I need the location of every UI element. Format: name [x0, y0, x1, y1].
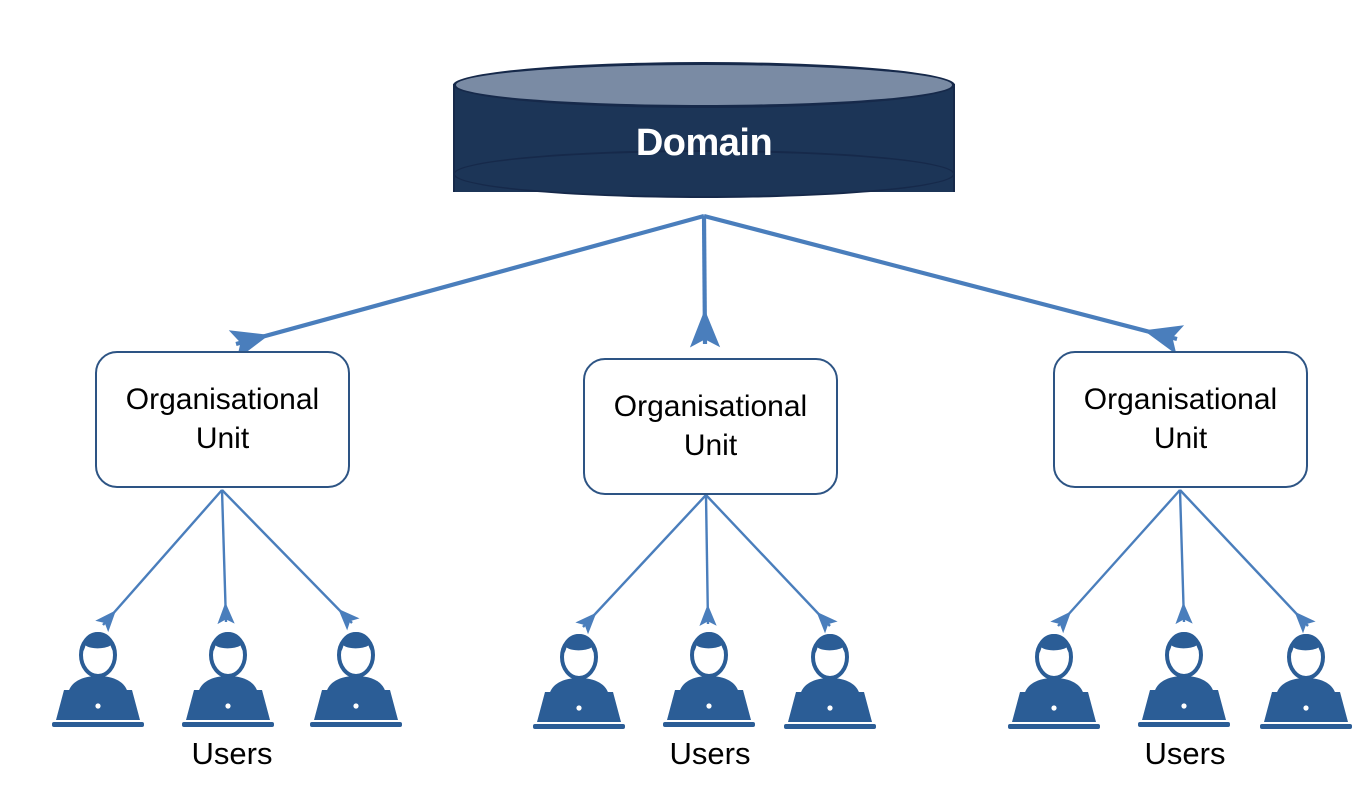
user-icon[interactable]: [44, 628, 152, 728]
connector-ou3-user-3: [1179, 489, 1316, 634]
person-head-icon: [79, 632, 117, 678]
person-head-icon: [337, 632, 375, 678]
user-icon[interactable]: [302, 628, 410, 728]
ou-2-to-users-connectors: [575, 494, 838, 635]
org-unit-box-1[interactable]: Organisational Unit: [95, 351, 350, 488]
connector-ou3-user-1: [1050, 489, 1181, 634]
connector-domain-to-ou-3: [703, 213, 1185, 355]
connector-domain-to-ou-2: [689, 215, 721, 348]
laptop-icon: [784, 692, 876, 729]
org-unit-box-3[interactable]: Organisational Unit: [1053, 351, 1308, 488]
connector-ou1-user-3: [221, 489, 360, 631]
user-icon[interactable]: [174, 628, 282, 728]
person-head-icon: [560, 634, 598, 680]
user-icon[interactable]: [655, 628, 763, 728]
laptop-icon: [533, 692, 625, 729]
domain-node[interactable]: Domain: [453, 62, 955, 214]
domain-label: Domain: [635, 122, 773, 164]
user-icon[interactable]: [1130, 628, 1238, 728]
person-head-icon: [690, 632, 728, 678]
domain-to-ou-connectors: [228, 213, 1185, 360]
person-head-icon: [1165, 632, 1203, 678]
org-unit-label-1: Organisational Unit: [118, 381, 327, 458]
org-unit-label-3-line2: Unit: [1153, 421, 1208, 455]
connector-ou2-user-1: [575, 494, 707, 635]
connector-ou1-user-2: [217, 489, 235, 625]
person-shoulders-icon: [679, 676, 739, 694]
laptop-icon: [1138, 690, 1230, 727]
laptop-icon: [52, 690, 144, 727]
users-label-3: Users: [1144, 736, 1226, 771]
users-label-1: Users: [191, 736, 273, 771]
cylinder-top-ellipse: [453, 62, 955, 108]
connector-ou1-user-1: [95, 489, 223, 633]
org-unit-label-2: Organisational Unit: [606, 388, 815, 465]
laptop-icon: [663, 690, 755, 727]
org-unit-box-2[interactable]: Organisational Unit: [583, 358, 838, 495]
user-icon[interactable]: [1000, 630, 1108, 730]
person-shoulders-icon: [1154, 676, 1214, 694]
org-unit-label-2-line1: Organisational: [613, 390, 808, 424]
connector-ou2-user-3: [705, 494, 838, 634]
person-head-icon: [1035, 634, 1073, 680]
person-shoulders-icon: [1276, 678, 1336, 696]
ou-1-to-users-connectors: [95, 489, 360, 633]
person-head-icon: [209, 632, 247, 678]
org-unit-label-1-line2: Unit: [195, 421, 250, 455]
users-label-2: Users: [669, 736, 751, 771]
laptop-icon: [1260, 692, 1352, 729]
person-shoulders-icon: [68, 676, 128, 694]
person-shoulders-icon: [326, 676, 386, 694]
connector-domain-to-ou-1: [228, 213, 705, 360]
laptop-icon: [1008, 692, 1100, 729]
user-icon[interactable]: [776, 630, 884, 730]
org-unit-label-3-line1: Organisational: [1083, 383, 1278, 417]
person-shoulders-icon: [549, 678, 609, 696]
user-icon[interactable]: [1252, 630, 1360, 730]
person-head-icon: [1287, 634, 1325, 680]
ou-3-to-users-connectors: [1050, 489, 1316, 634]
person-shoulders-icon: [198, 676, 258, 694]
laptop-icon: [182, 690, 274, 727]
connector-ou2-user-2: [699, 494, 717, 627]
cylinder-bottom-ellipse: [453, 150, 955, 198]
user-icon[interactable]: [525, 630, 633, 730]
org-unit-label-2-line2: Unit: [683, 428, 738, 462]
org-unit-label-1-line1: Organisational: [125, 383, 320, 417]
person-head-icon: [811, 634, 849, 680]
connector-ou3-user-2: [1175, 489, 1193, 625]
person-shoulders-icon: [800, 678, 860, 696]
person-shoulders-icon: [1024, 678, 1084, 696]
laptop-icon: [310, 690, 402, 727]
org-unit-label-3: Organisational Unit: [1076, 381, 1285, 458]
